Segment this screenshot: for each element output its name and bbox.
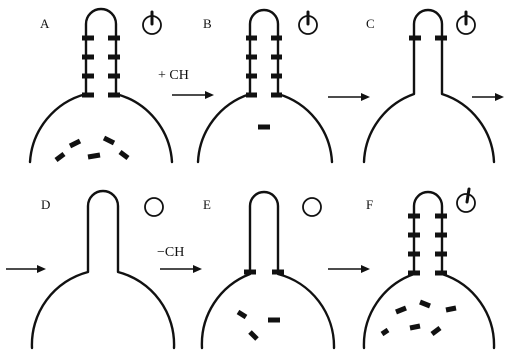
panel-a-label: A — [40, 16, 50, 31]
arrow-remove-ch: −CH — [157, 245, 202, 273]
panel-b-dial-icon — [298, 10, 318, 35]
panel-f-particle — [430, 326, 442, 336]
arrow-e-to-f — [328, 265, 370, 273]
panel-a-flask — [28, 7, 174, 164]
panel-e: E — [200, 190, 336, 350]
panel-d-label: D — [41, 197, 50, 212]
panel-a-dial-icon — [142, 10, 162, 35]
panel-e-label: E — [203, 197, 211, 212]
panel-c-label: C — [366, 16, 375, 31]
panel-c-dial-icon — [456, 10, 476, 35]
remove-operation-label: −CH — [157, 245, 184, 260]
panel-a-particle — [102, 135, 116, 146]
panel-f-flask — [362, 190, 496, 350]
panel-b-label: B — [203, 16, 212, 31]
arrow-d-in — [6, 265, 46, 273]
arrow-c-out — [472, 93, 504, 101]
panel-e-flask — [200, 190, 336, 350]
panel-f-dial-icon — [456, 187, 476, 213]
panel-c-flask — [362, 8, 496, 164]
arrow-b-to-c — [328, 93, 370, 101]
panel-e-dial-icon — [302, 197, 322, 217]
panel-a: A — [28, 7, 174, 164]
panel-f-particle — [395, 305, 407, 315]
panel-d: D — [30, 189, 176, 350]
panel-f-particle — [409, 323, 421, 331]
arrow-add-ch: + CH — [158, 68, 214, 99]
panel-f-particle — [445, 305, 457, 313]
panel-b-flask — [196, 8, 334, 164]
panel-a-particle — [87, 152, 101, 160]
panel-f-label: F — [366, 197, 373, 212]
panel-a-particle — [54, 152, 66, 162]
panel-e-particle — [236, 309, 248, 320]
panel-d-dial-icon — [144, 197, 164, 217]
panel-f: F — [362, 187, 496, 350]
panel-d-flask — [30, 189, 176, 350]
panel-e-particle — [248, 330, 259, 341]
add-operation-label: + CH — [158, 68, 189, 83]
panel-a-particle — [118, 150, 130, 160]
panel-a-particle — [68, 138, 82, 149]
panel-f-needle — [465, 187, 471, 204]
panel-c: C — [362, 8, 496, 164]
panel-f-particle — [419, 299, 431, 309]
panel-b: B — [196, 8, 334, 164]
panel-f-particle — [380, 327, 390, 337]
